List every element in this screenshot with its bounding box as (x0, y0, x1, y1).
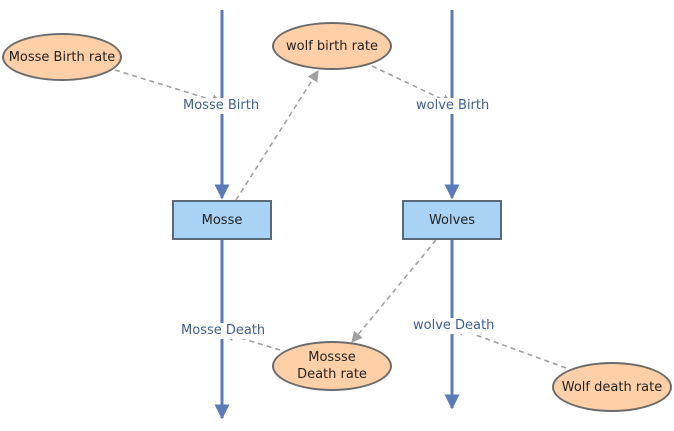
wolf-birth-label: wolve Birth (415, 98, 491, 114)
link-moose-to-wolf-birth-rate (235, 70, 319, 201)
aux-moose-death-rate[interactable]: Mossse Death rate (272, 341, 392, 391)
moose-birth-label: Mosse Birth (182, 98, 261, 114)
stock-moose[interactable]: Mosse (172, 200, 272, 240)
wolf-death-label: wolve Death (412, 318, 496, 334)
link-wolf-birth-rate (371, 65, 454, 105)
link-moose-birth-rate (114, 69, 224, 106)
stock-wolves[interactable]: Wolves (402, 200, 502, 240)
aux-wolf-birth-rate[interactable]: wolf birth rate (272, 22, 392, 70)
link-wolves-to-moose-death-rate (351, 239, 437, 343)
moose-death-label: Mosse Death (180, 323, 267, 339)
aux-wolf-death-rate[interactable]: Wolf death rate (552, 362, 672, 412)
aux-moose-birth-rate[interactable]: Mosse Birth rate (2, 33, 122, 81)
